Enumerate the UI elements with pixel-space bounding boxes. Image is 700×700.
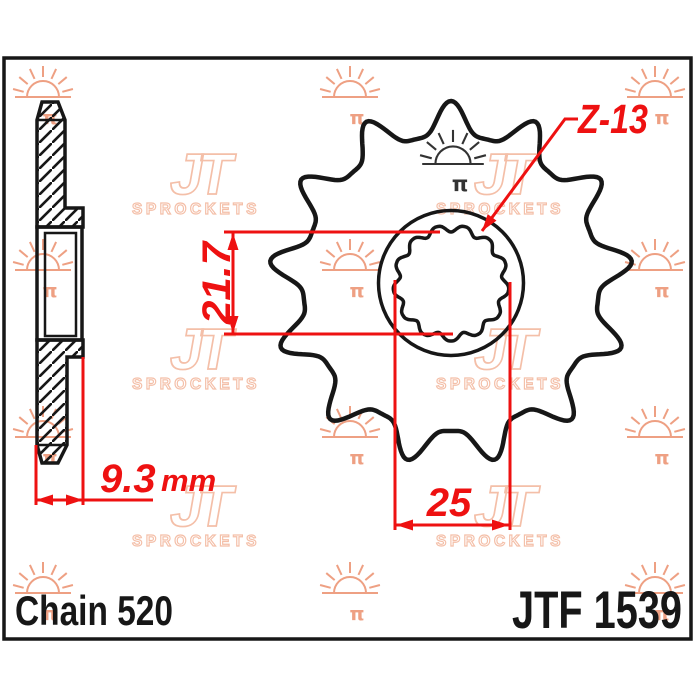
jt-monogram-mark: π [654,447,669,469]
chain-size-label: Chain 520 [15,587,173,634]
width-dimension-value: 9.3 [100,457,156,501]
dimension-arrowhead [492,519,509,531]
jt-monogram-mark: π [349,280,364,302]
jt-monogram-mark: π [349,603,364,625]
side-view-cross-section [35,100,85,465]
bore-width-dimension-label: 25 [426,481,472,525]
jt-monogram-mark: π [654,107,669,129]
jt-sun-emblem: π [419,129,487,196]
sun-watermark-icon: π [12,562,74,625]
jt-logo-subtext: SPROCKETS [132,201,260,218]
jt-monogram-mark: π [654,603,669,625]
jt-monogram-mark: π [349,447,364,469]
leader-line-teeth-count [480,117,578,232]
part-number-label: JTF 1539 [512,581,682,640]
part-labels: Chain 520 JTF 1539 [15,581,682,640]
dimension-arrowhead [227,233,239,250]
hub-boss-circle [376,208,526,358]
dimension-arrowhead [66,494,83,506]
jt-monogram-mark: π [42,603,57,625]
dimension-arrowhead [396,519,413,531]
jt-monogram-mark: π [452,172,469,196]
drawing-border-frame [2,56,693,641]
sun-watermark-icon: π [12,239,74,302]
bore-height-dimension-label: 21.7 [195,240,239,325]
width-dimension-unit: mm [161,463,216,498]
dimension-arrowhead [227,316,239,333]
side-view-hub-bore [43,231,78,338]
jt-logo-subtext: SPROCKETS [132,533,260,550]
dimension-arrowhead [36,494,53,506]
dimension-arrowheads [36,214,509,531]
jt-logo-subtext: SPROCKETS [132,376,260,393]
side-view-upper-tooth-section [35,100,85,229]
dimension-annotations [34,117,578,531]
jt-logo-monogram: JT [166,142,239,207]
watermark-layer: ππππππππππππJTSPROCKETSJTSPROCKETSJTSPRO… [12,66,686,625]
jt-monogram-mark: π [654,280,669,302]
front-view-sprocket [268,98,634,463]
jt-logo-monogram: JT [470,474,543,539]
spline-bore-outline [391,224,511,343]
jt-monogram-mark: π [349,107,364,129]
jt-logo-monogram: JT [166,317,239,382]
sprocket-teeth-outline [268,98,634,463]
teeth-count-label: Z-13 [577,96,648,142]
sun-watermark-icon: π [624,562,686,625]
jt-logo-subtext: SPROCKETS [436,376,564,393]
sun-watermark-icon: π [319,239,381,302]
sun-watermark-icon: π [624,406,686,469]
jt-logo-subtext: SPROCKETS [436,533,564,550]
dimension-arrowhead [482,214,497,231]
dimension-labels: 21.7 25 9.3 mm Z-13 [100,96,648,525]
sun-watermark-icon: π [624,66,686,129]
jt-sun-logo-icon: π [419,129,487,196]
sun-watermark-icon: π [624,239,686,302]
sun-watermark-icon: π [319,562,381,625]
sun-watermark-icon: π [319,66,381,129]
